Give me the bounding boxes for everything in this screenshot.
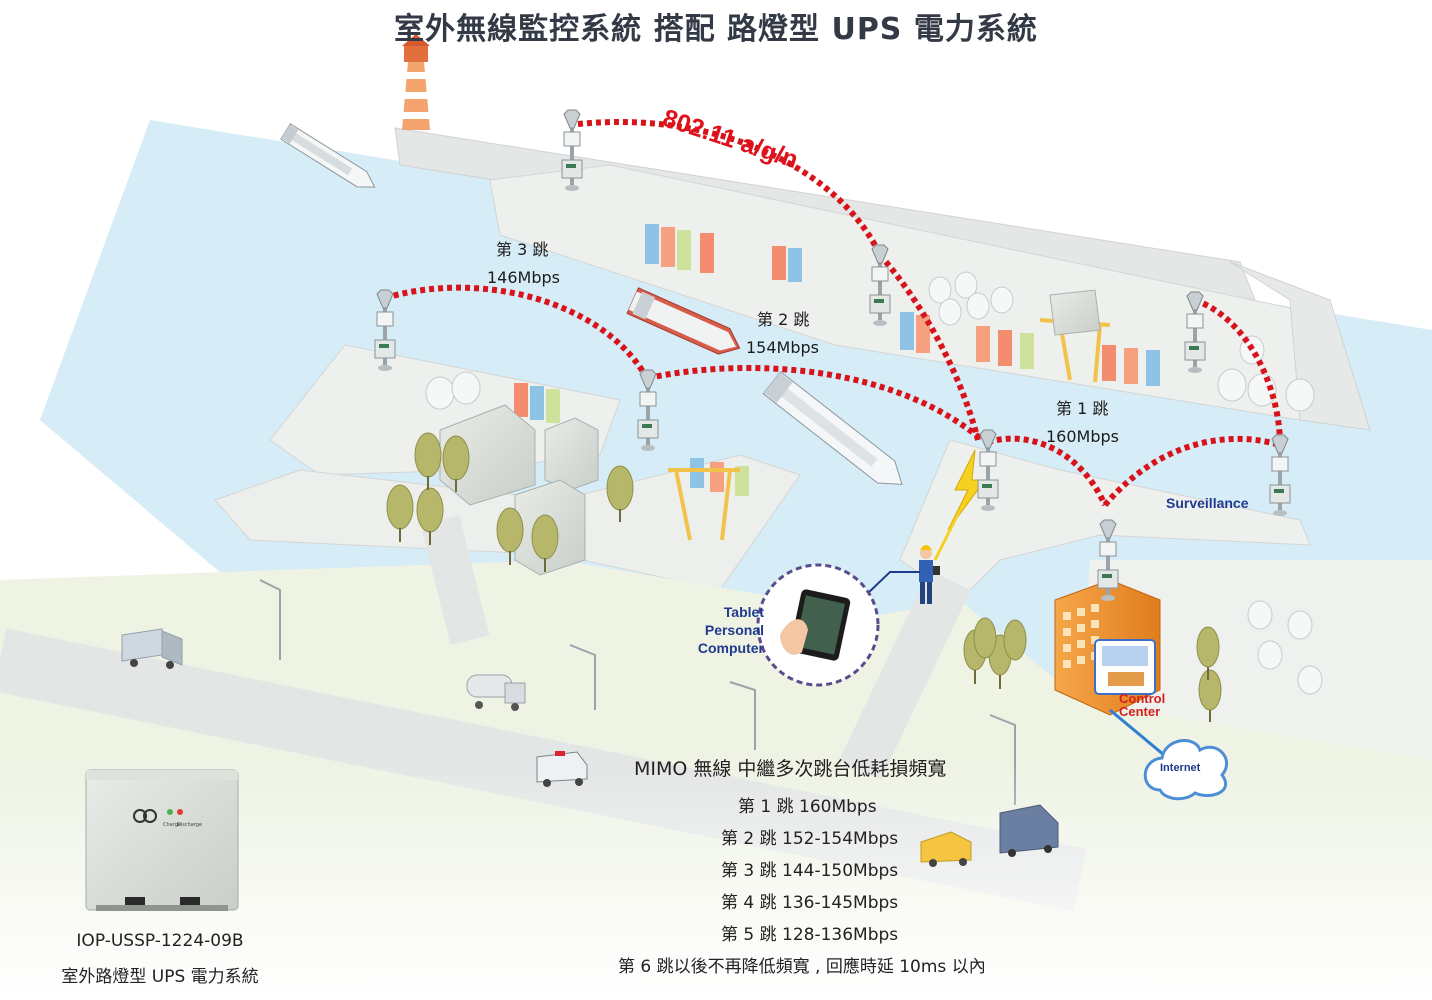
tablet-label: Tablet Personal Computer [686, 603, 764, 657]
tablet-connector [865, 571, 920, 596]
warehouse-buildings [439, 289, 1101, 576]
wireless-repeater-node [1184, 291, 1206, 373]
control-center-line-2: Center [1119, 704, 1161, 719]
ship-center [626, 287, 741, 355]
internet-cloud [1143, 739, 1229, 801]
control-center-line-1: Control [1119, 691, 1166, 706]
tablet-label-line-2: Personal [704, 622, 764, 638]
mimo-rate-6: 第 6 跳以後不再降低頻寬 , 回應時延 10ms 以內 [618, 957, 986, 977]
link-hop-3 [384, 284, 648, 377]
repeater-nodes [374, 109, 1291, 601]
wireless-links [384, 118, 1283, 507]
tablet-callout [756, 563, 880, 687]
link-hop-1-north [877, 253, 981, 441]
hop-3-name: 第 3 跳 [496, 240, 549, 259]
tablet-label-line-3: Computer [697, 640, 764, 656]
wireless-repeater-node [1097, 519, 1119, 601]
control-center-building [1054, 579, 1161, 716]
wireless-repeater-node [637, 369, 659, 451]
surveillance-label: Surveillance [1166, 495, 1249, 511]
control-center-label: Control Center [1119, 692, 1165, 718]
lighthouse [400, 34, 432, 130]
mimo-rate-5: 第 5 跳 128-136Mbps [721, 925, 899, 945]
link-east-relay [1193, 297, 1283, 446]
link-hop-4 [577, 118, 883, 257]
hop-1-rate: 160Mbps [1046, 427, 1119, 446]
ship-top-left [280, 123, 376, 188]
mimo-rate-3: 第 3 跳 144-150Mbps [721, 861, 899, 881]
vehicles [121, 628, 1059, 867]
wireless-repeater-node [374, 289, 396, 371]
link-hop-1-center [987, 435, 1108, 507]
wireless-repeater-node [977, 429, 999, 511]
page-title: 室外無線監控系統 搭配 路燈型 UPS 電力系統 [394, 12, 1038, 47]
wireless-repeater-node [869, 244, 891, 326]
ship-tanker [762, 371, 903, 485]
tablet-label-line-1: Tablet [723, 604, 764, 620]
mimo-heading: MIMO 無線 中繼多次跳台低耗損頻寬 [634, 758, 947, 780]
streetlights [259, 579, 1016, 805]
tablet-signal [933, 509, 962, 561]
hop-3-rate: 146Mbps [487, 268, 560, 287]
lightning-bolt [947, 449, 986, 531]
mimo-rate-2: 第 2 跳 152-154Mbps [721, 829, 899, 849]
network-cable [1109, 708, 1171, 762]
harbor-water [40, 120, 1432, 700]
wireless-repeater-node [1269, 434, 1291, 516]
panel-label-charge: Charge [163, 822, 181, 828]
trees [386, 432, 1222, 722]
mimo-rate-4: 第 4 跳 136-145Mbps [721, 893, 899, 913]
link-hop-1-east [1102, 435, 1281, 507]
link-hop-2 [647, 365, 984, 443]
wireless-repeater-node [561, 109, 583, 191]
panel-label-discharge: Discharge [177, 822, 202, 828]
product-model: IOP-USSP-1224-09B [76, 931, 244, 951]
hop-1-name: 第 1 跳 [1056, 399, 1109, 418]
ups-product-photo [85, 769, 239, 911]
hop-2-rate: 154Mbps [746, 338, 819, 357]
storage-tanks [425, 271, 1323, 695]
field-worker [919, 545, 940, 604]
product-name: 室外路燈型 UPS 電力系統 [61, 967, 259, 987]
hop-2-name: 第 2 跳 [757, 310, 810, 329]
internet-label: Internet [1160, 762, 1201, 774]
mimo-rate-1: 第 1 跳 160Mbps [738, 797, 877, 817]
